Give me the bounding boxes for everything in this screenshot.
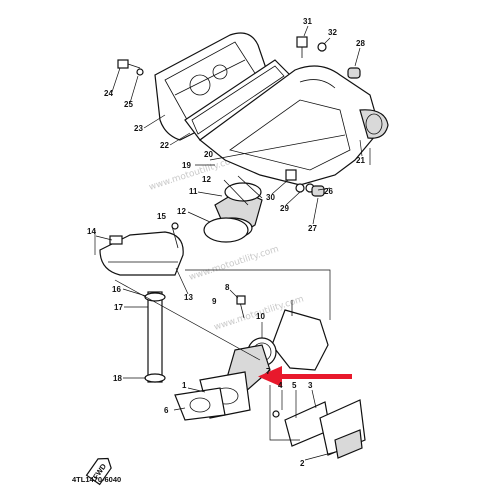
part-label-9: 9 [212, 297, 217, 306]
fwd-badge: FWD [85, 457, 112, 486]
part-label-5: 5 [292, 381, 297, 390]
reed-valve [272, 399, 366, 459]
part-label-6: 6 [164, 406, 169, 415]
part-label-10: 10 [256, 312, 265, 321]
part-label-7: 7 [266, 367, 271, 376]
part-label-21: 21 [356, 156, 365, 165]
part-label-14: 14 [87, 227, 96, 236]
part-label-27: 27 [308, 224, 317, 233]
part-label-12-top: 12 [202, 175, 211, 184]
top-fasteners [117, 36, 361, 79]
red-arrow-shaft [280, 374, 352, 379]
part-label-22: 22 [160, 141, 169, 150]
part-label-3: 3 [308, 381, 313, 390]
middle-fasteners [285, 169, 325, 197]
part-label-32: 32 [328, 28, 337, 37]
reference-lines [94, 134, 371, 441]
part-label-13: 13 [184, 293, 193, 302]
part-label-1: 1 [182, 381, 187, 390]
intake-manifold [174, 344, 271, 421]
part-label-19: 19 [182, 161, 191, 170]
part-label-15: 15 [157, 212, 166, 221]
part-label-12: 12 [177, 207, 186, 216]
air-filter-case [199, 65, 389, 186]
drain-hose [144, 291, 166, 383]
part-label-16: 16 [112, 285, 121, 294]
part-label-18: 18 [113, 374, 122, 383]
part-label-31: 31 [303, 17, 312, 26]
red-arrow [258, 366, 352, 387]
part-label-8: 8 [225, 283, 230, 292]
leader-lines [95, 25, 363, 461]
part-label-11: 11 [189, 187, 198, 196]
part-label-30: 30 [266, 193, 275, 202]
part-label-28: 28 [356, 39, 365, 48]
part-labels: 31 32 28 24 25 23 22 20 19 21 12 11 30 2… [87, 17, 365, 468]
breather-tank [99, 222, 184, 276]
part-label-23: 23 [134, 124, 143, 133]
part-label-29: 29 [280, 204, 289, 213]
part-label-20: 20 [204, 150, 213, 159]
part-label-17: 17 [114, 303, 123, 312]
part-label-4: 4 [278, 381, 283, 390]
intake-joint [203, 175, 263, 243]
part-label-25: 25 [124, 100, 133, 109]
red-arrow-head [258, 366, 282, 387]
part-label-24: 24 [104, 89, 113, 98]
watermark-2: www.motoutility.com [188, 244, 280, 283]
part-label-2: 2 [300, 459, 305, 468]
part-label-26: 26 [324, 187, 333, 196]
diagram-code: 4TL1470-6040 [72, 475, 121, 484]
